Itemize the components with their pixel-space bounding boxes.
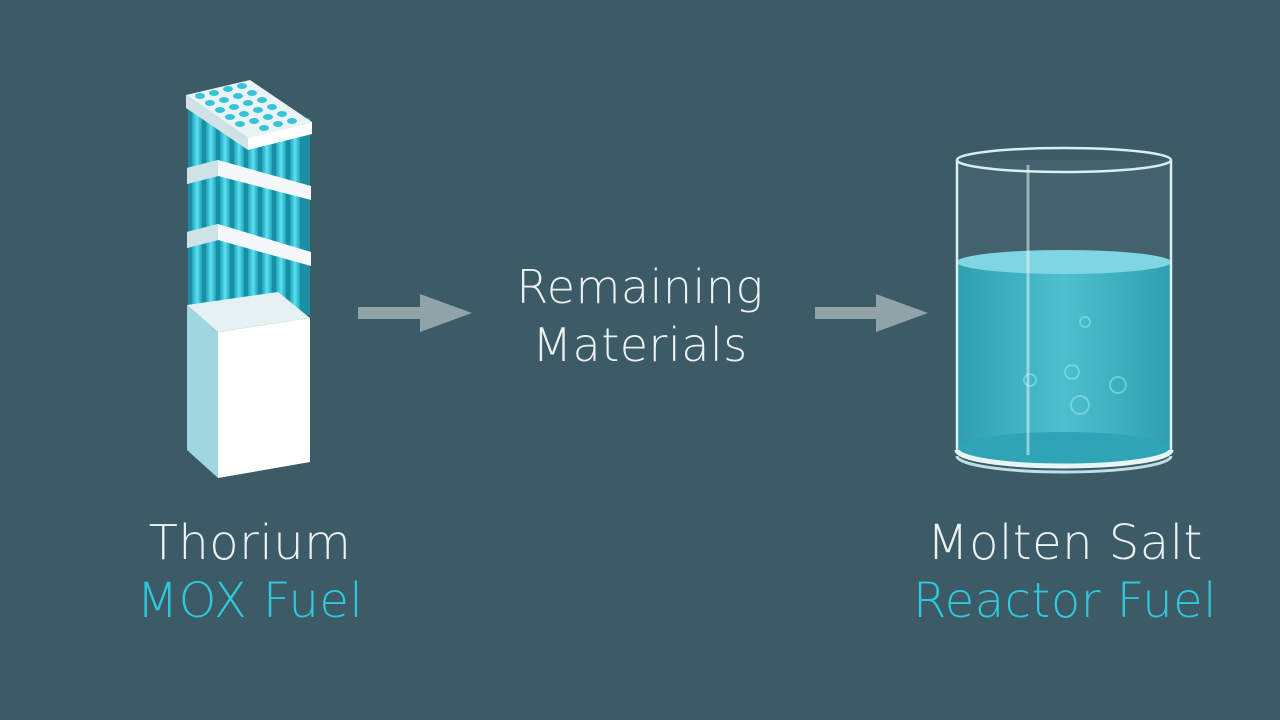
beaker-icon	[954, 146, 1174, 474]
process-line-2: Materials	[532, 318, 748, 372]
thorium-mox-label: Thorium MOX Fuel	[60, 514, 440, 630]
process-line-1: Remaining	[516, 260, 764, 314]
reactor-subtitle: Reactor Fuel	[913, 573, 1217, 629]
molten-salt-label: Molten Salt Reactor Fuel	[860, 514, 1270, 630]
top-plate	[186, 80, 312, 150]
bottom-block	[187, 292, 310, 478]
remaining-materials-label: Remaining Materials	[470, 258, 810, 374]
spacer-grids	[187, 160, 311, 266]
fuel-rods	[192, 110, 300, 321]
fuel-title: Thorium	[148, 515, 352, 571]
fuel-assembly-icon	[186, 80, 312, 478]
fuel-subtitle: MOX Fuel	[136, 573, 364, 629]
arrow-right-icon	[358, 294, 472, 332]
reactor-title: Molten Salt	[927, 515, 1203, 571]
arrow-right-icon	[815, 294, 928, 332]
